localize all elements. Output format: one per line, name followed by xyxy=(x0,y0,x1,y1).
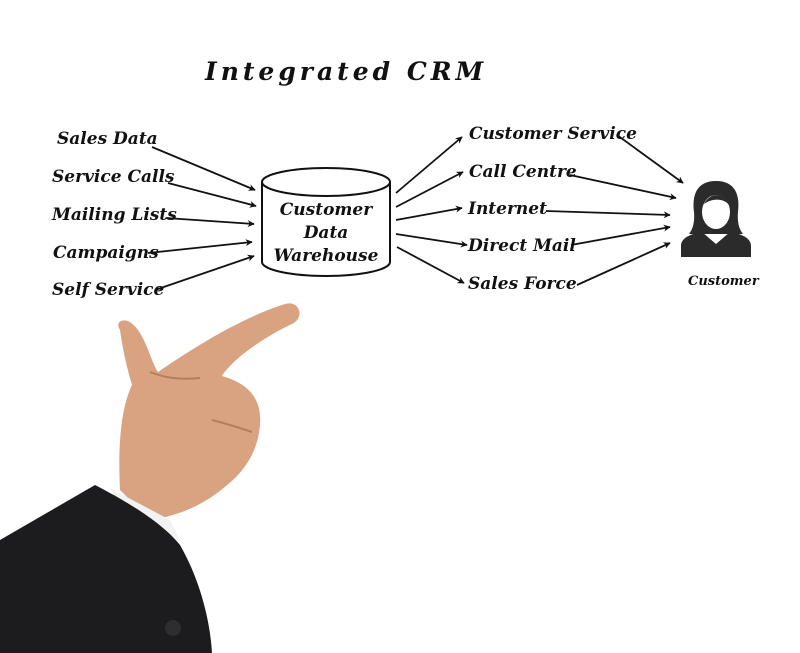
source-label: Mailing Lists xyxy=(51,205,177,225)
warehouse-label: Data xyxy=(303,223,349,243)
source-label: Self Service xyxy=(52,280,165,300)
customer-label: Customer xyxy=(688,274,760,289)
customer-arrow xyxy=(545,210,671,219)
source-arrow xyxy=(147,239,253,254)
source-label: Service Calls xyxy=(52,167,175,187)
source-arrow xyxy=(165,217,255,228)
channel-label: Sales Force xyxy=(468,274,577,294)
person-icon xyxy=(681,181,751,257)
source-arrow xyxy=(151,146,256,191)
database-cylinder-icon xyxy=(261,167,391,277)
customer-arrow xyxy=(569,174,677,201)
channel-arrow xyxy=(395,171,464,208)
channel-label: Direct Mail xyxy=(467,236,576,256)
warehouse-label: Warehouse xyxy=(274,246,379,266)
channel-arrow xyxy=(395,136,463,194)
source-label: Sales Data xyxy=(57,129,158,149)
customer-arrow xyxy=(616,134,684,184)
pointing-hand-image xyxy=(0,303,300,653)
channel-label: Call Centre xyxy=(469,162,577,182)
source-arrow xyxy=(167,182,257,208)
channel-arrow xyxy=(395,233,468,248)
diagram-title: Integrated CRM xyxy=(204,57,487,86)
source-label: Campaigns xyxy=(53,243,159,263)
channel-arrow xyxy=(396,246,465,284)
channel-label: Internet xyxy=(467,199,547,219)
customer-arrow xyxy=(576,242,671,286)
customer-arrow xyxy=(570,224,671,246)
source-arrow xyxy=(154,254,255,291)
channel-label: Customer Service xyxy=(469,124,637,144)
channel-arrow xyxy=(395,205,463,221)
warehouse-label: Customer xyxy=(280,200,373,220)
